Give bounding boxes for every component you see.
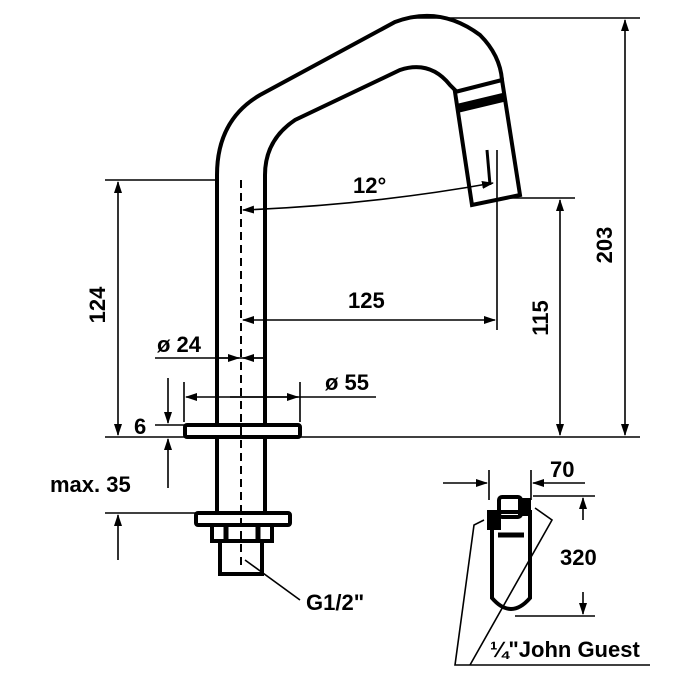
faucet-body [183, 13, 523, 576]
filter-cartridge [443, 470, 650, 666]
max-counter-label: max. 35 [50, 472, 131, 497]
nozzle [452, 77, 523, 208]
spout-height-label: 124 [85, 286, 110, 323]
outlet-height-label: 115 [528, 300, 553, 336]
spout-outer [215, 13, 504, 425]
base-diameter-label: ø 55 [325, 370, 369, 395]
filter-width-label: 70 [550, 457, 574, 482]
angle-label: 12° [353, 173, 386, 198]
dimension-lines [105, 17, 640, 601]
base-thickness-label: 6 [134, 414, 146, 439]
reach-label: 125 [348, 288, 385, 313]
pipe-diameter-label: ø 24 [157, 332, 202, 357]
connector-label: ¼"John Guest [490, 637, 640, 662]
filter-height-label: 320 [560, 545, 597, 570]
spout-inner [263, 65, 459, 425]
thread-label: G1/2" [306, 590, 364, 615]
total-height-label: 203 [592, 227, 617, 264]
